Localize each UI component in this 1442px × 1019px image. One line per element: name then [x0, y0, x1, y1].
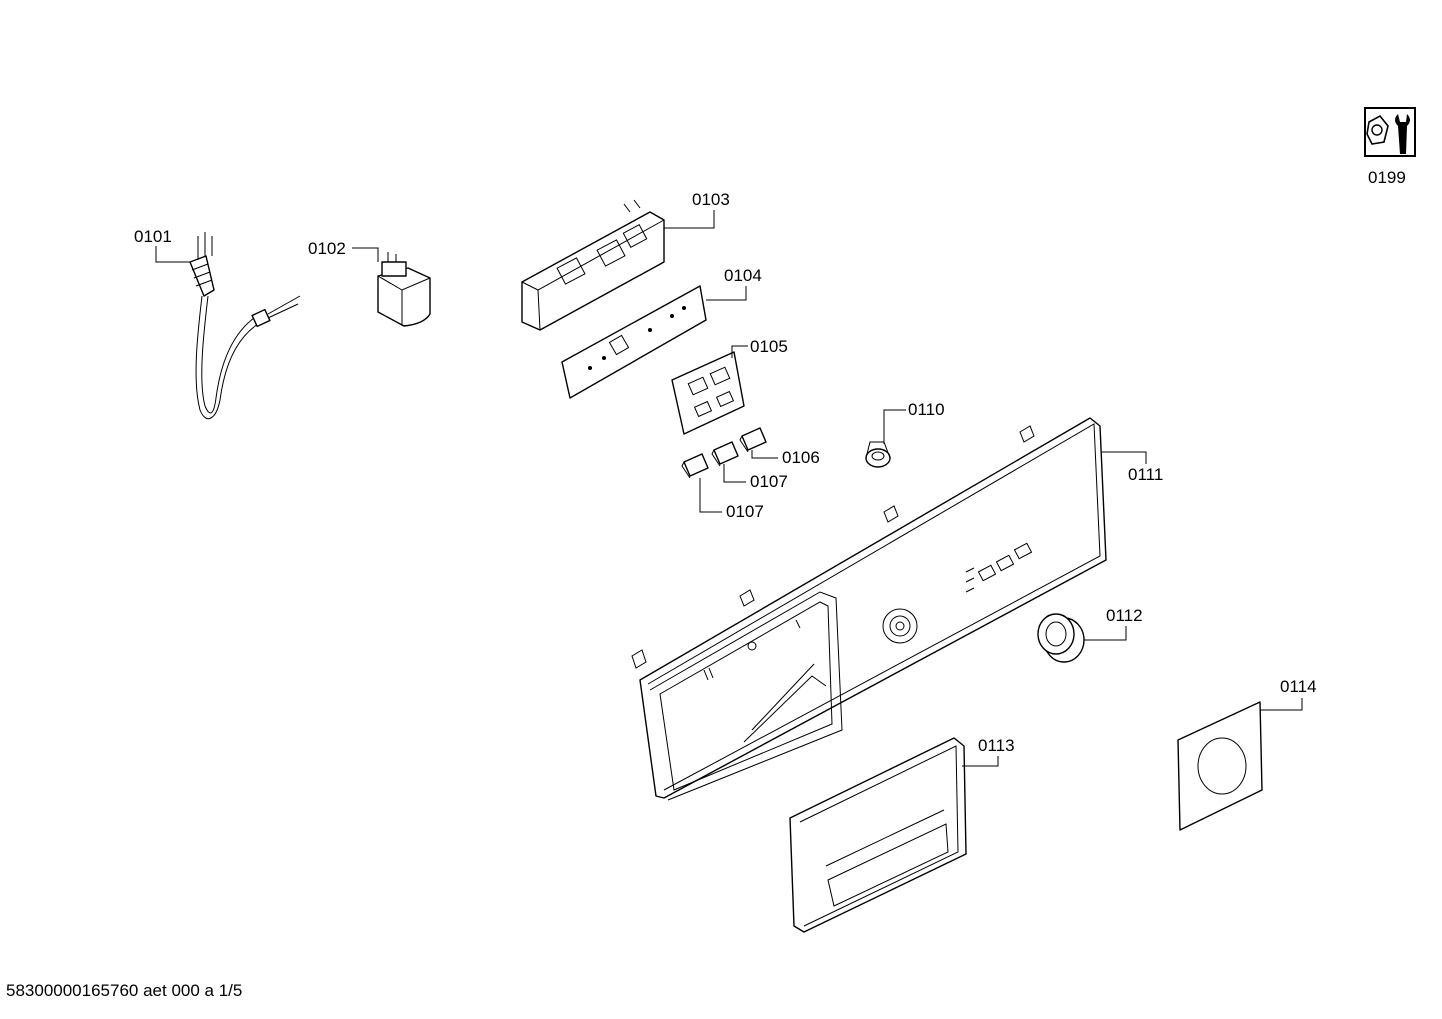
- label-0111: 0111: [1128, 465, 1163, 484]
- label-0114: 0114: [1280, 677, 1317, 696]
- light-guide-part: [865, 441, 891, 468]
- leader-0102: [352, 247, 379, 262]
- interference-filter-part: [377, 252, 431, 327]
- leader-0101: [155, 246, 190, 263]
- label-0103: 0103: [692, 190, 730, 209]
- leader-0113: [962, 756, 999, 767]
- push-button-0107-upper-part: [711, 441, 739, 467]
- document-reference: 58300000165760 aet 000 a 1/5: [6, 981, 243, 1000]
- label-sticker-part: [1177, 701, 1263, 831]
- label-0104: 0104: [724, 266, 762, 285]
- leader-0110: [883, 409, 906, 444]
- leader-0112: [1084, 626, 1127, 641]
- label-0102: 0102: [308, 239, 346, 258]
- label-0107-upper: 0107: [750, 472, 788, 491]
- nut-and-wrench-icon: [1364, 107, 1416, 157]
- leader-0104: [706, 286, 747, 301]
- label-0105: 0105: [750, 337, 788, 356]
- leader-0107-upper: [723, 464, 746, 483]
- power-cord-part: [189, 232, 301, 420]
- label-0199: 0199: [1368, 168, 1406, 187]
- leader-0114: [1260, 698, 1303, 711]
- push-button-0107-lower-part: [681, 453, 709, 479]
- module-housing-part: [521, 199, 665, 331]
- leader-0106: [751, 450, 778, 459]
- selector-knob-part: [1037, 613, 1085, 663]
- leader-0103: [664, 210, 715, 229]
- label-0110: 0110: [908, 400, 945, 419]
- label-0106: 0106: [782, 448, 820, 467]
- control-board-part: [561, 285, 707, 399]
- label-0113: 0113: [978, 736, 1015, 755]
- display-module-part: [671, 351, 745, 435]
- label-0107-lower: 0107: [726, 502, 764, 521]
- drawer-handle-part: [789, 737, 967, 933]
- label-0101: 0101: [134, 227, 172, 246]
- leader-0111: [1102, 451, 1147, 464]
- leader-0107-lower: [699, 478, 722, 513]
- leader-0105: [731, 345, 748, 358]
- label-0112: 0112: [1106, 606, 1143, 625]
- push-button-0106-part: [739, 427, 767, 453]
- control-panel-fascia-part: [631, 417, 1107, 801]
